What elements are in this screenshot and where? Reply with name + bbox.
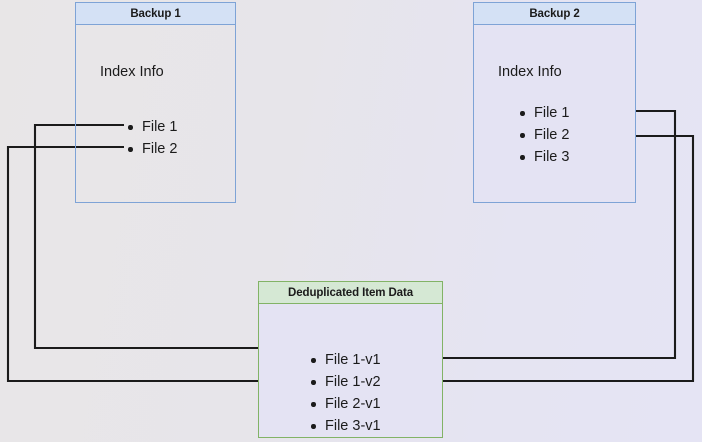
list-item[interactable]: File 2-v1 — [309, 393, 381, 415]
list-item[interactable]: File 3 — [518, 146, 569, 168]
backup2-header: Backup 2 — [474, 3, 635, 25]
connector-backup1-file2-to-file2v1 — [6, 145, 299, 387]
list-item[interactable]: File 2 — [518, 124, 569, 146]
backup1-body: Index Info File 1 File 2 — [76, 25, 235, 202]
backup1-box[interactable]: Backup 1 Index Info File 1 File 2 — [75, 2, 236, 203]
backup2-box[interactable]: Backup 2 Index Info File 1 File 2 File 3 — [473, 2, 636, 203]
connector-backup1-file1-to-file1v1 — [33, 123, 299, 354]
backup1-header: Backup 1 — [76, 3, 235, 25]
connector-backup2-file2-to-file2v1 — [404, 134, 695, 387]
list-item[interactable]: File 1 — [126, 116, 177, 138]
backup2-subtitle: Index Info — [498, 64, 562, 80]
dedup-header: Deduplicated Item Data — [259, 282, 442, 304]
backup1-subtitle: Index Info — [100, 64, 164, 80]
backup1-file-list: File 1 File 2 — [126, 116, 177, 160]
list-item[interactable]: File 2 — [126, 138, 177, 160]
backup2-body: Index Info File 1 File 2 File 3 — [474, 25, 635, 202]
connector-backup2-file1-to-file1v2 — [404, 109, 677, 364]
deduplicated-item-data-box[interactable]: Deduplicated Item Data File 1-v1 File 1-… — [258, 281, 443, 438]
list-item[interactable]: File 3-v1 — [309, 415, 381, 437]
dedup-item-list: File 1-v1 File 1-v2 File 2-v1 File 3-v1 — [309, 349, 381, 437]
list-item[interactable]: File 1-v1 — [309, 349, 381, 371]
backup2-file-list: File 1 File 2 File 3 — [518, 102, 569, 168]
dedup-body: File 1-v1 File 1-v2 File 2-v1 File 3-v1 — [259, 304, 442, 437]
list-item[interactable]: File 1 — [518, 102, 569, 124]
list-item[interactable]: File 1-v2 — [309, 371, 381, 393]
